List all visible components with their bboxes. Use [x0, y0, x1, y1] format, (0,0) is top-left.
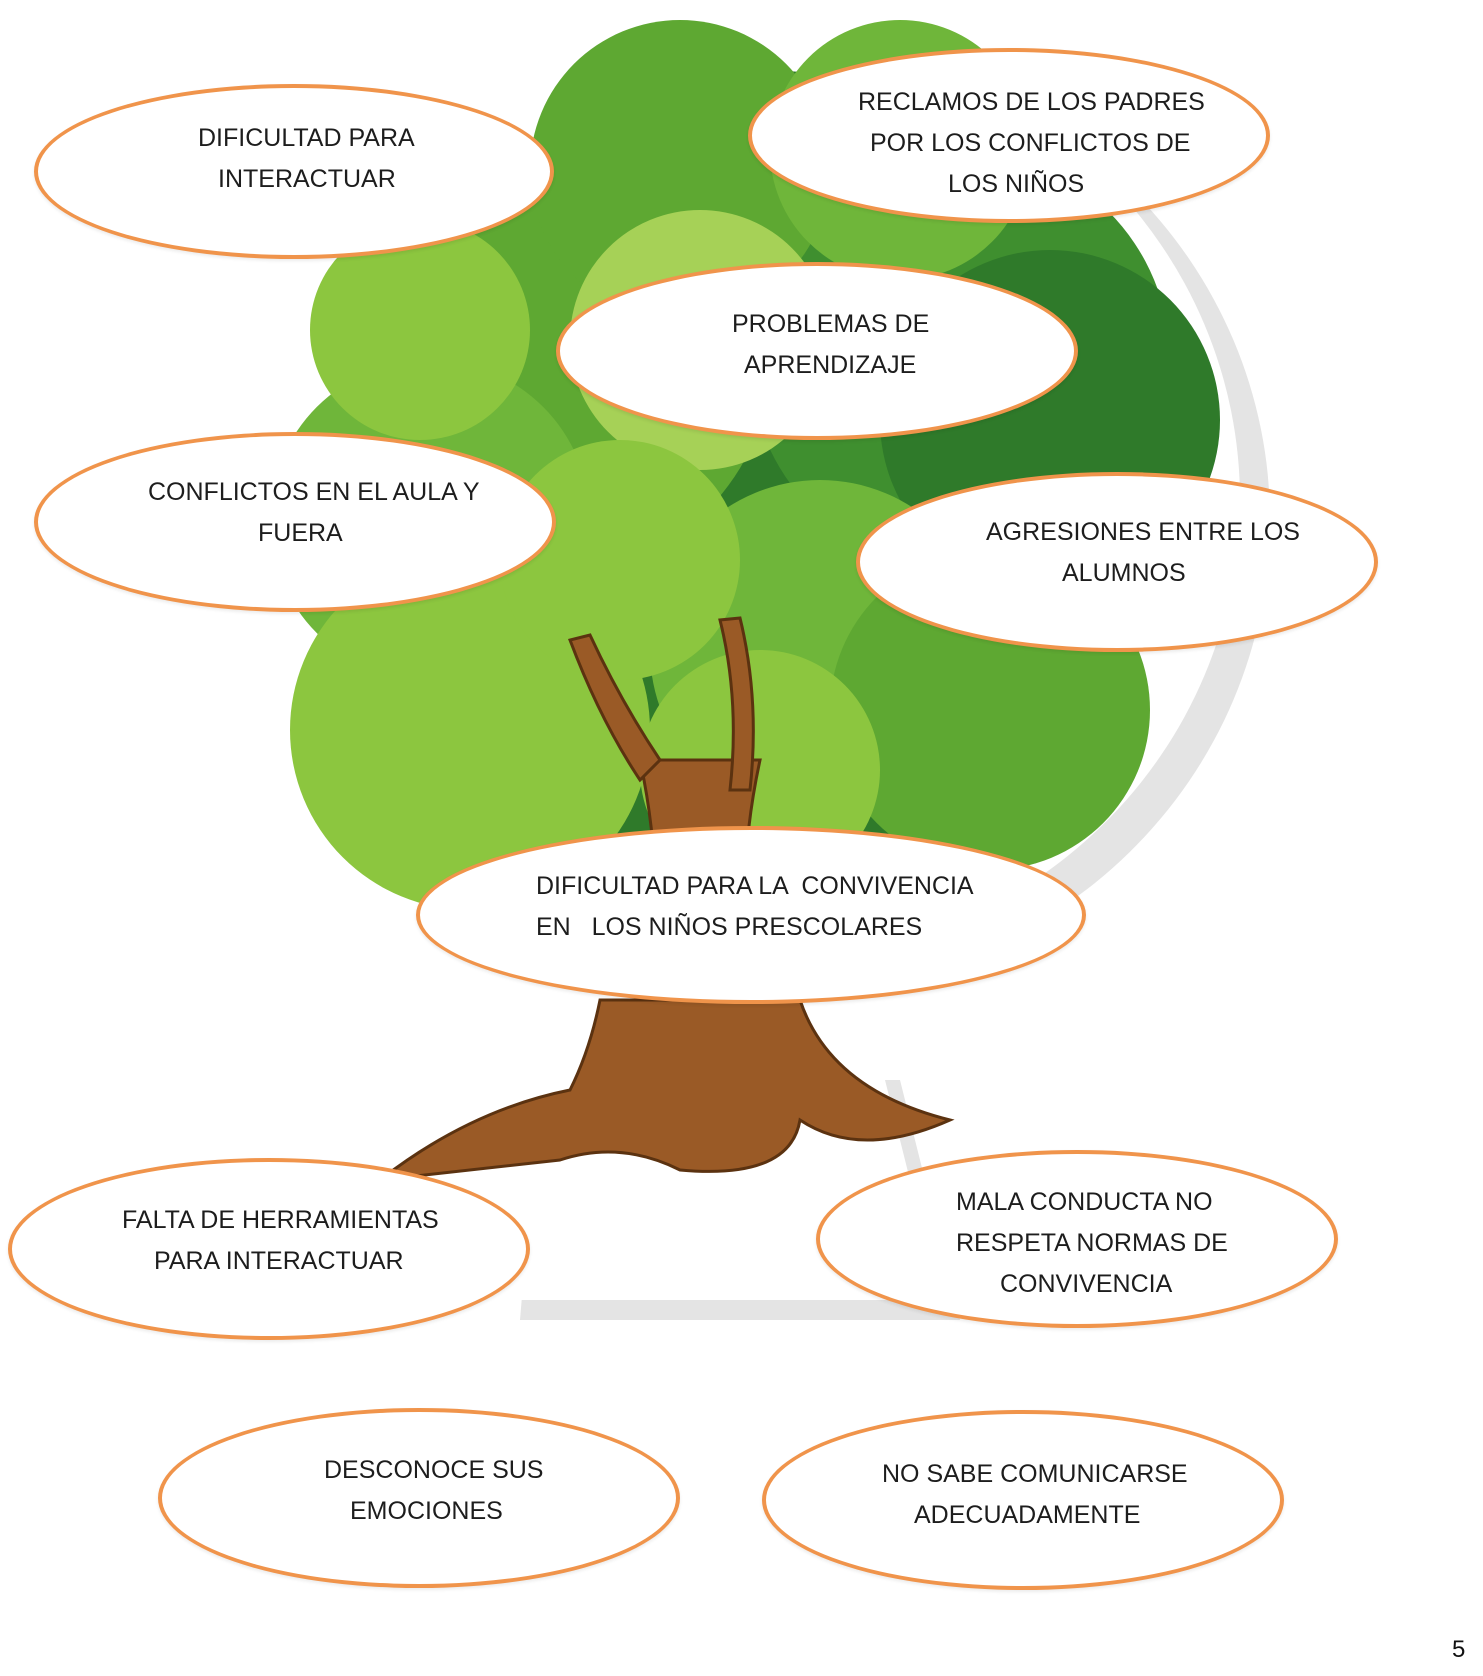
effect-bubble-problemas-aprendizaje: PROBLEMAS DE APRENDIZAJE	[556, 262, 1078, 440]
cause-text: NO SABE COMUNICARSE ADECUADAMENTE	[882, 1460, 1188, 1529]
cause-bubble-falta-herramientas: FALTA DE HERRAMIENTAS PARA INTERACTUAR	[8, 1158, 530, 1340]
page-number: 5	[1452, 1636, 1466, 1663]
effect-bubble-dificultad-interactuar: DIFICULTAD PARA INTERACTUAR	[34, 84, 554, 259]
cause-bubble-desconoce-emociones: DESCONOCE SUS EMOCIONES	[158, 1408, 680, 1588]
cause-text: FALTA DE HERRAMIENTAS PARA INTERACTUAR	[122, 1206, 439, 1275]
central-problem-bubble: DIFICULTAD PARA LA CONVIVENCIA EN LOS NI…	[416, 826, 1086, 1004]
effect-bubble-reclamos-padres: RECLAMOS DE LOS PADRES POR LOS CONFLICTO…	[748, 48, 1270, 223]
effect-bubble-agresiones: AGRESIONES ENTRE LOS ALUMNOS	[856, 472, 1378, 652]
cause-text: DESCONOCE SUS EMOCIONES	[324, 1456, 544, 1525]
effect-bubble-conflictos-aula: CONFLICTOS EN EL AULA Y FUERA	[34, 432, 556, 612]
effect-text: CONFLICTOS EN EL AULA Y FUERA	[148, 478, 480, 547]
cause-bubble-no-sabe-comunicarse: NO SABE COMUNICARSE ADECUADAMENTE	[762, 1410, 1284, 1590]
central-problem-text: DIFICULTAD PARA LA CONVIVENCIA EN LOS NI…	[536, 872, 974, 941]
effect-text: PROBLEMAS DE APRENDIZAJE	[732, 310, 930, 379]
cause-text: MALA CONDUCTA NO RESPETA NORMAS DE CONVI…	[956, 1188, 1228, 1298]
effect-text: AGRESIONES ENTRE LOS ALUMNOS	[986, 518, 1300, 587]
effect-text: DIFICULTAD PARA INTERACTUAR	[198, 124, 415, 193]
effect-text: RECLAMOS DE LOS PADRES POR LOS CONFLICTO…	[858, 88, 1205, 198]
cause-bubble-mala-conducta: MALA CONDUCTA NO RESPETA NORMAS DE CONVI…	[816, 1150, 1338, 1328]
